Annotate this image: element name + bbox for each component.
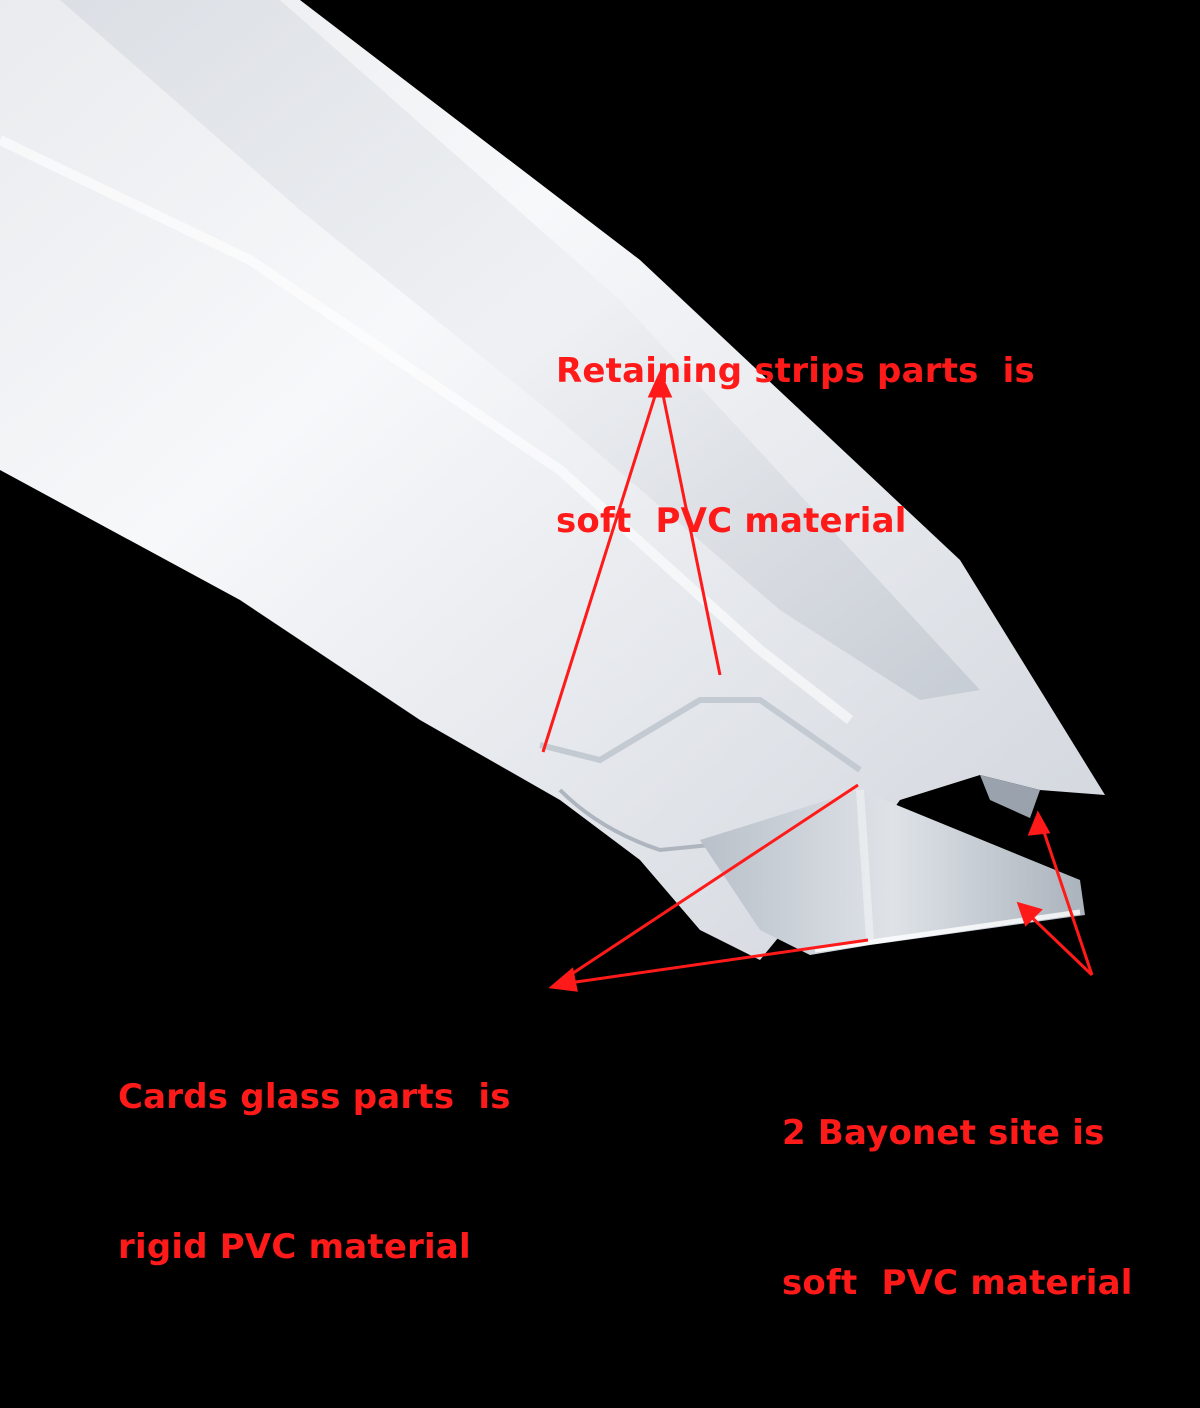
arrow-retaining-left [541,379,662,753]
glass-channel [700,775,1085,955]
callout-cards-line1: Cards glass parts is [118,1077,511,1117]
arrow-retaining-head [647,370,673,398]
callout-retaining-strips: Retaining strips parts is soft PVC mater… [556,246,1035,646]
product-photo: Retaining strips parts is soft PVC mater… [0,0,1132,1303]
arrow-bayonet-head-b [1016,901,1043,927]
arrow-retaining-right [658,379,722,676]
callout-cards-line2: rigid PVC material [118,1227,471,1267]
arrow-bayonet-upper [1038,819,1094,976]
callout-retaining-line2: soft PVC material [556,501,907,541]
arrow-bayonet-lower [1020,906,1094,977]
pvc-seal-strip-illustration [0,0,1105,992]
callout-retaining-line1: Retaining strips parts is [556,351,1035,391]
arrow-bayonet-head-a [1027,810,1051,836]
annotation-arrows [541,370,1094,992]
callout-cards-glass: Cards glass parts is rigid PVC material [118,972,511,1372]
callout-bayonet-site: 2 Bayonet site is soft PVC material [782,1008,1133,1408]
arrow-cards-upper [554,783,859,987]
arrow-cards-head [548,967,578,992]
callout-bayonet-line1: 2 Bayonet site is [782,1113,1105,1153]
callout-bayonet-line2: soft PVC material [782,1263,1133,1303]
seal-strip-body [0,0,1105,960]
arrow-cards-lower [554,938,869,987]
